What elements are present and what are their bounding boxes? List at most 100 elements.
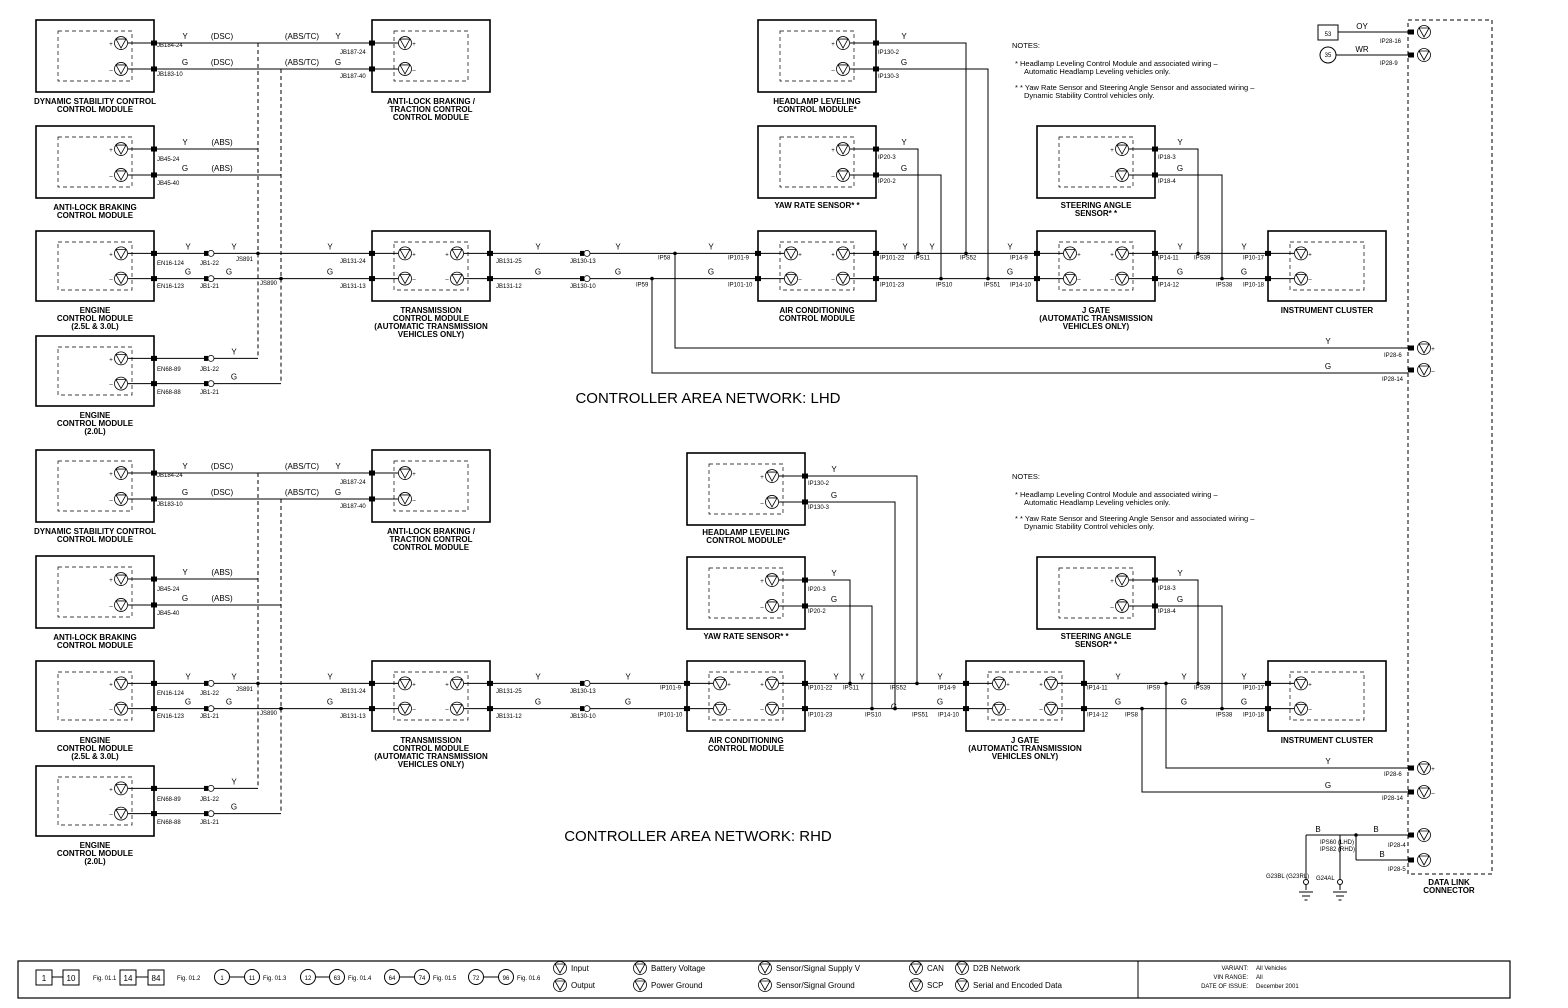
- wire-color: Y: [615, 242, 621, 251]
- can-circle: [1115, 573, 1129, 587]
- legend-circle-number: 64: [389, 976, 396, 982]
- legend-item: Sensor/Signal Supply V: [776, 964, 861, 973]
- module-name: (2.5L & 3.0L): [71, 322, 119, 331]
- wire-color: Y: [231, 672, 237, 681]
- module-name: (2.5L & 3.0L): [71, 752, 119, 761]
- module-name: CONTROL MODULE*: [706, 536, 786, 545]
- legend-box-number: 10: [67, 974, 76, 983]
- pin-terminal: [369, 250, 375, 256]
- wire-color: G: [891, 703, 897, 712]
- can-triangle: [1418, 830, 1430, 841]
- module-name: STEERING ANGLE: [1061, 632, 1132, 641]
- can-triangle: [837, 38, 849, 49]
- module-box: [1267, 230, 1387, 302]
- can-symbol: +: [760, 573, 779, 587]
- can-circle: [398, 62, 412, 76]
- pin-label: JB1-22: [200, 367, 220, 373]
- can-symbol: –: [831, 62, 850, 76]
- pin-label: IP101-22: [808, 685, 833, 691]
- note-line: * Headlamp Leveling Control Module and a…: [1015, 490, 1218, 499]
- pin-label: IP14-9: [1010, 255, 1028, 261]
- module-name: TRACTION CONTROL: [389, 105, 472, 114]
- wire-color: Y: [1177, 138, 1183, 147]
- wire-color: G: [182, 58, 188, 67]
- module-name: SENSOR* *: [1075, 209, 1118, 218]
- pin-terminal: [487, 276, 493, 282]
- can-symbol: +: [784, 246, 802, 261]
- can-symbol: –: [398, 492, 416, 506]
- legend-box: [119, 969, 137, 986]
- inline-pin: [580, 680, 584, 686]
- module-name: INSTRUMENT CLUSTER: [1281, 736, 1374, 745]
- dlc-label: CONNECTOR: [1423, 886, 1475, 895]
- can-circle: [909, 961, 923, 975]
- wire-color: WR: [1355, 45, 1369, 54]
- can-symbol: –: [398, 271, 416, 286]
- can-sign: +: [412, 252, 416, 258]
- pin-terminal: [369, 40, 375, 46]
- wire-color: G: [335, 58, 341, 67]
- wire-color: Y: [231, 347, 237, 356]
- pin-terminal: [1034, 276, 1040, 282]
- module-name: CONTROL MODULE: [57, 419, 134, 428]
- wire-color: G: [1115, 698, 1121, 707]
- pin-terminal: [151, 381, 157, 387]
- module-name: (AUTOMATIC TRANSMISSION: [1039, 314, 1153, 323]
- legend-box: [147, 969, 165, 986]
- can-triangle: [115, 679, 127, 690]
- can-circle: [992, 701, 1006, 716]
- can-circle: [1115, 168, 1129, 182]
- can-symbol: –: [109, 376, 128, 391]
- can-symbol: [1417, 48, 1431, 62]
- can-sign: –: [109, 68, 113, 74]
- can-circle: [114, 271, 128, 286]
- module-box: [35, 125, 155, 199]
- pin-label: IP28-14: [1382, 377, 1404, 383]
- splice-dot: [915, 681, 919, 686]
- module-box: [35, 765, 155, 837]
- pin-label: IP20-3: [878, 155, 896, 161]
- can-sign: –: [109, 383, 113, 389]
- can-sign: +: [109, 42, 113, 48]
- can-triangle: [1116, 248, 1128, 260]
- module-inner: [708, 463, 784, 515]
- info-label: VARIANT:: [1221, 966, 1248, 972]
- pin-label: IP14-10: [1010, 283, 1032, 289]
- splice-dot: [893, 706, 897, 711]
- wire-note: (ABS): [211, 138, 233, 147]
- inline-connector: [583, 275, 591, 283]
- pin-terminal: [1081, 706, 1087, 712]
- can-circle: [114, 376, 128, 391]
- can-symbol: –: [831, 271, 850, 286]
- can-sign: +: [831, 148, 835, 154]
- module-name: J GATE: [1082, 306, 1111, 315]
- module-name: CONTROL MODULE: [393, 543, 470, 552]
- can-sign: –: [109, 604, 113, 610]
- can-circle: [765, 701, 779, 716]
- inline-pin: [204, 355, 208, 361]
- wire-color: G: [615, 268, 621, 277]
- wire-color: Y: [535, 672, 541, 681]
- pin-terminal: [873, 276, 879, 282]
- wire-note: (ABS/TC): [285, 488, 320, 497]
- pin-terminal: [873, 40, 879, 46]
- pin-terminal: [755, 276, 761, 282]
- wire-color: Y: [182, 32, 188, 41]
- module-name: VEHICLES ONLY): [398, 330, 465, 339]
- wire-color: G: [226, 268, 232, 277]
- can-triangle: [1418, 787, 1430, 798]
- pin-terminal: [151, 276, 157, 282]
- can-circle: [114, 806, 128, 821]
- info-label: DATE OF ISSUE:: [1201, 984, 1248, 990]
- module-box: [371, 19, 491, 93]
- can-sign: –: [109, 708, 113, 714]
- module-box: [686, 556, 806, 630]
- pin-terminal: [1408, 29, 1414, 35]
- module-name: YAW RATE SENSOR* *: [703, 632, 789, 641]
- can-sign: +: [1431, 347, 1435, 353]
- inline-connector: [583, 680, 591, 687]
- pin-label: IP18-4: [1158, 179, 1176, 185]
- can-symbol: –: [1110, 599, 1129, 613]
- pin-terminal: [151, 470, 157, 476]
